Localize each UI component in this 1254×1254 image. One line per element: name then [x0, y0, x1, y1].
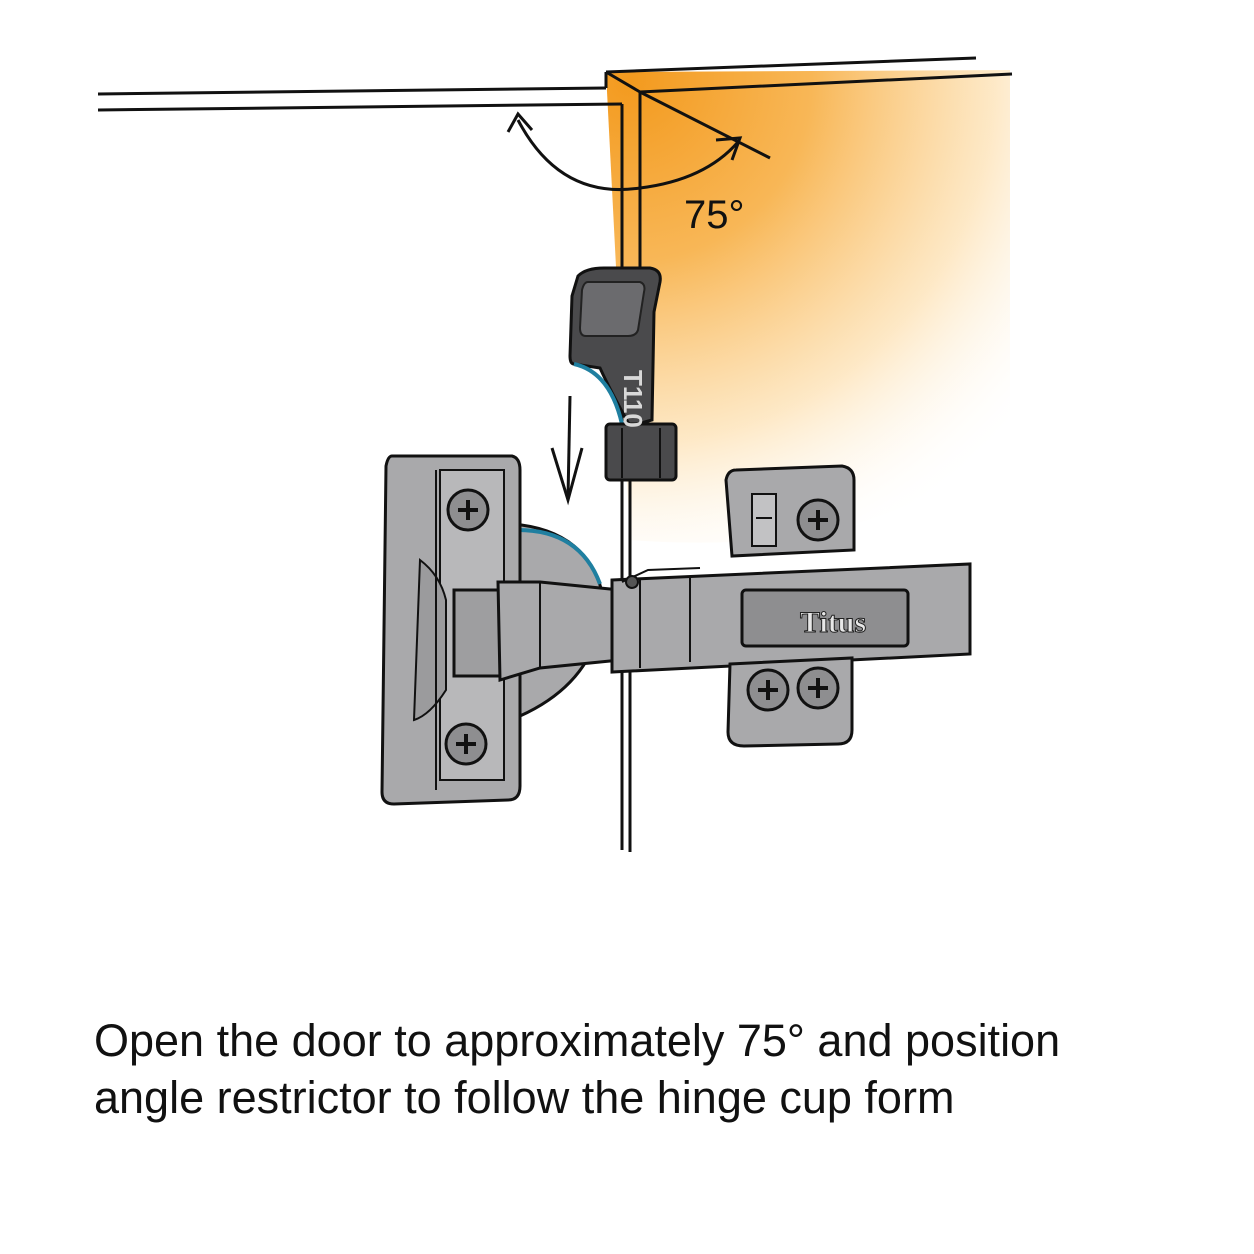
angle-label: 75° — [684, 193, 745, 237]
cabinet-interior-glow — [606, 70, 1010, 543]
brand-plate — [740, 588, 910, 648]
angle-restrictor: T110 — [568, 266, 678, 482]
screw-icon — [796, 498, 840, 542]
screw-icon — [746, 668, 790, 712]
instruction-caption: Open the door to approximately 75° and p… — [94, 1012, 1214, 1126]
screw-icon — [796, 666, 840, 710]
screw-icon — [444, 722, 488, 766]
mounting-plate — [724, 464, 856, 748]
cup-curve-highlight — [517, 528, 602, 585]
cabinet-door-open — [97, 86, 623, 112]
screw-icon — [446, 488, 490, 532]
restrictor-mark: T110 — [618, 370, 648, 428]
restrictor-curve-highlight — [573, 362, 624, 425]
hinge-wing-plate — [380, 454, 522, 806]
cabinet-side-panel — [604, 56, 1013, 852]
angle-arc — [506, 111, 743, 192]
caption-line-2: angle restrictor to follow the hinge cup… — [94, 1072, 955, 1123]
caption-line-1: Open the door to approximately 75° and p… — [94, 1015, 1061, 1066]
brand-label: Titus — [800, 606, 866, 639]
down-arrow-icon — [550, 395, 584, 506]
hinge-arm: Titus — [496, 562, 972, 683]
